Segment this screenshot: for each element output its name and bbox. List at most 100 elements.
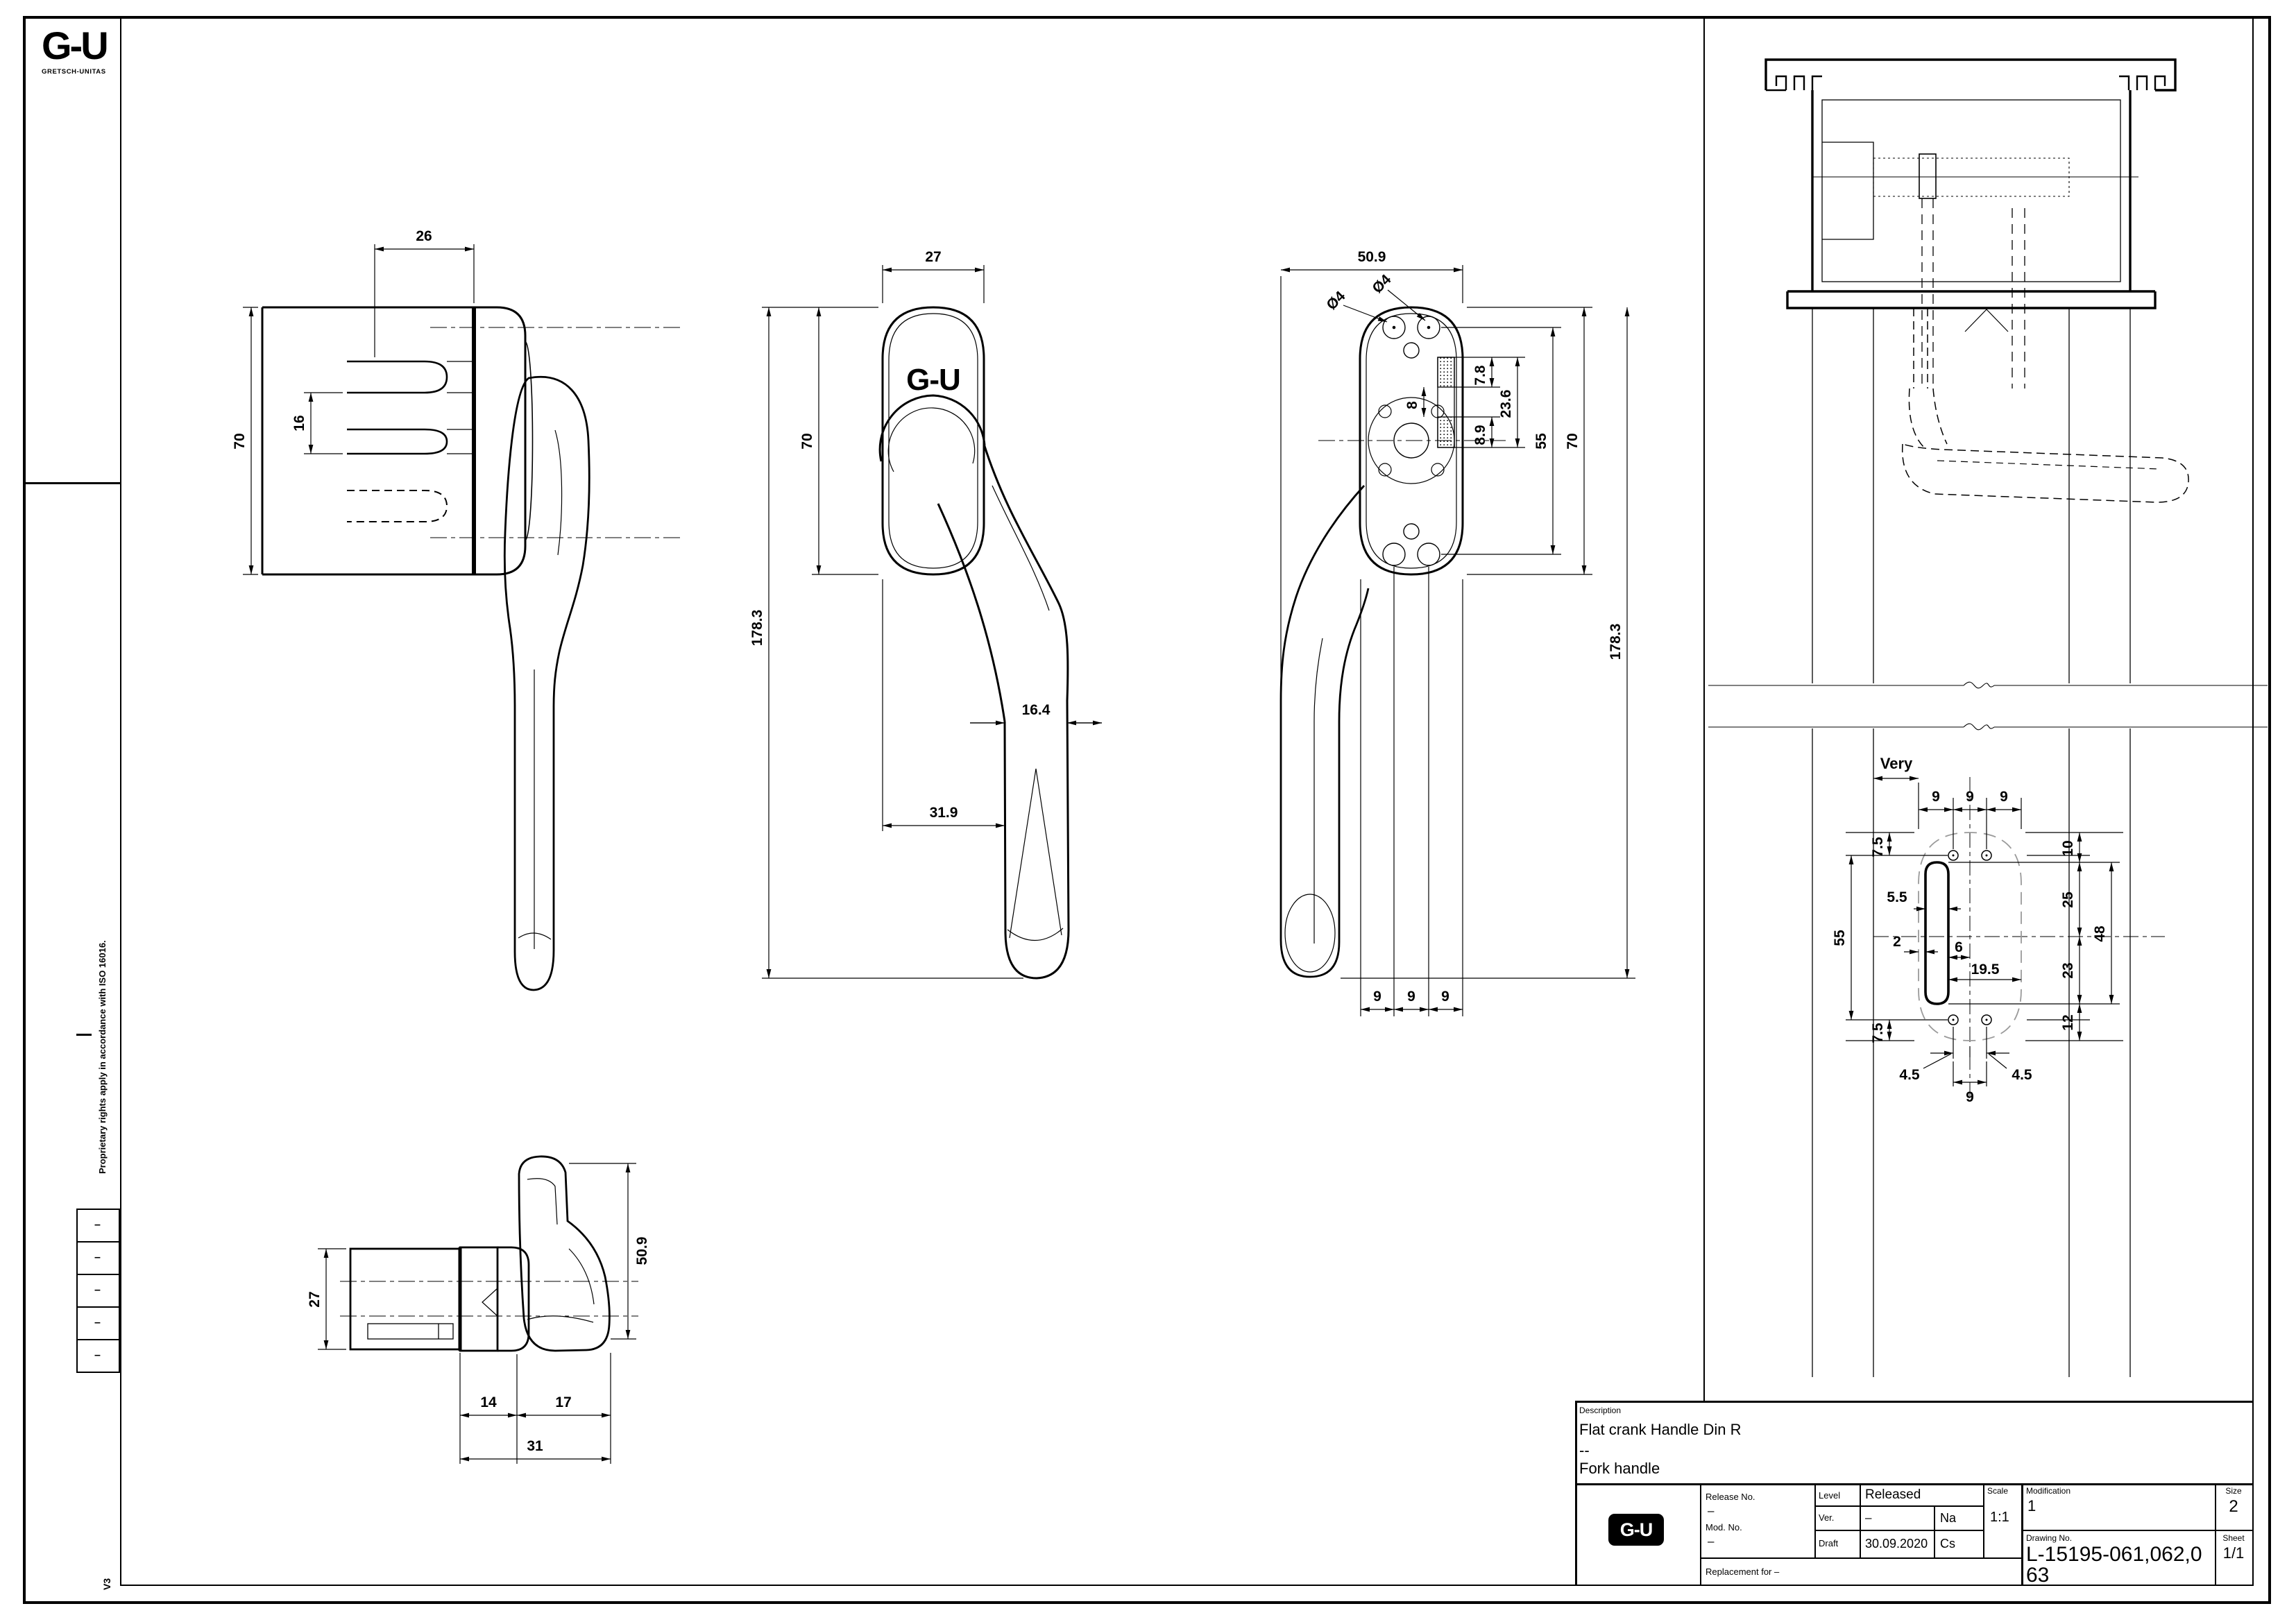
modification-value: 1 [2027,1497,2036,1514]
dimension-label: 50.9 [634,1237,650,1265]
dimension-label: 16 [291,415,307,431]
dimension-label: 23.6 [1498,390,1514,418]
description-line3: Fork handle [1579,1460,1660,1477]
right-panel-divider [1703,16,1705,1401]
sheet-label: Sheet [2222,1533,2245,1543]
margin-divider [120,16,121,1585]
ver-label: Ver. [1819,1512,1835,1523]
logo-text: G-U [42,24,109,67]
dimension-label: 178.3 [749,610,765,647]
dimension-label: 9 [1966,1089,1974,1105]
revision-mark: – [94,1317,101,1329]
dimension-label: 4.5 [2012,1067,2032,1083]
dimension-label: 70 [232,433,248,449]
title-block-logo: G-U [1608,1514,1664,1546]
modification-label: Modification [2026,1486,2071,1496]
revision-mark: – [94,1252,101,1263]
size-value: 2 [2229,1497,2238,1516]
dimension-label: 4.5 [1899,1067,1920,1083]
revision-cell: – [76,1306,120,1340]
mod-no-value: – [1708,1535,1715,1548]
revision-mark: – [94,1349,101,1361]
side-view-geometry [261,306,683,991]
margin-strip-divider [23,482,120,484]
drawing-no-value: L-15195-061,062,063 [2026,1543,2202,1587]
dimension-label: 2 [1893,934,1901,950]
draft-label: Draft [1819,1538,1839,1548]
dimension-label: 9 [1932,789,1940,805]
dimension-label: 6 [1955,939,1963,955]
installation-panel: Very 9 9 9 7.5 55 7.5 5.5 2 6 19.5 4.5 4… [1708,58,2268,1377]
description-label: Description [1579,1406,1622,1415]
dimension-label: 14 [480,1394,497,1410]
dimension-label: 8.9 [1472,425,1488,445]
dimension-label: 10 [2060,840,2076,856]
dimension-label: 9 [1407,989,1415,1005]
side-view: 26 70 16 [232,228,683,991]
revision-cell: – [76,1209,120,1243]
outer-border [23,16,2271,1604]
dimension-label: Ø4 [1323,288,1348,313]
rear-view-dimensions [1280,265,1635,1016]
dimension-label: 5.5 [1887,889,1907,905]
install-view-label: Very [1880,755,1913,772]
side-view-dimensions [243,244,475,575]
release-no-value: – [1708,1504,1715,1517]
description-line2: -- [1579,1442,1590,1459]
ver-initials: Na [1940,1511,1957,1525]
logo-subtitle: GRETSCH-UNITAS [42,68,106,76]
revision-cell: – [76,1241,120,1275]
profile-section-geometry [1764,58,2189,503]
sheet-value: 1/1 [2222,1544,2245,1562]
ver-value: – [1865,1511,1872,1524]
dimension-label: 48 [2092,925,2108,942]
proprietary-note: Proprietary rights apply in accordance w… [97,940,108,1174]
level-label: Level [1819,1490,1841,1501]
dimension-label: 17 [555,1394,571,1410]
top-view: 27 50.9 14 17 31 [307,1155,650,1464]
fold-mark [76,1034,92,1036]
scale-label: Scale [1987,1486,2009,1496]
description-line1: Flat crank Handle Din R [1579,1421,1742,1438]
dimension-label: 9 [1441,989,1449,1005]
rear-view-geometry [1279,306,1506,978]
drawing-no-label: Drawing No. [2026,1533,2073,1543]
dimension-label: 23 [2060,962,2076,978]
dimension-label: 9 [1966,789,1974,805]
revision-mark: – [94,1219,101,1231]
scale-value: 1:1 [1990,1510,2009,1525]
draft-initials: Cs [1940,1537,1955,1551]
dimension-label: 27 [307,1291,323,1307]
front-view-geometry [878,306,1070,980]
top-view-geometry [340,1155,638,1352]
top-view-dimensions [318,1163,636,1464]
revision-mark: – [94,1284,101,1296]
level-value: Released [1865,1487,1921,1502]
replacement-label: Replacement for – [1706,1566,1780,1577]
dimension-label: 31 [527,1438,543,1454]
dimension-label: 25 [2060,891,2076,908]
install-detail-geometry [1873,777,2165,1096]
dimension-label: 7.5 [1870,837,1886,857]
frame-right [2252,16,2254,1586]
rear-view: 50.9 Ø4 Ø4 7.8 8 8.9 23.6 55 70 178.3 9 … [1279,249,1635,1016]
sash-continuation-lines [1708,308,2268,1377]
dimension-label: 19.5 [1971,962,2000,978]
front-view: G-U 27 70 178.3 16.4 31.9 [749,249,1152,980]
dimension-label: 9 [2000,789,2008,805]
dimension-label: 7.5 [1870,1023,1886,1043]
handle-logo: G-U [906,363,960,397]
dimension-label: 27 [925,249,941,265]
dimension-label: 55 [1533,433,1549,450]
dimension-label: 31.9 [930,805,958,821]
dimension-label: 26 [416,228,432,244]
sheet-version: V3 [101,1578,112,1590]
draft-date: 30.09.2020 [1865,1537,1928,1551]
dimension-label: 50.9 [1358,249,1386,265]
mod-no-label: Mod. No. [1706,1522,1742,1533]
dimension-label: 12 [2060,1014,2076,1030]
revision-cell: – [76,1339,120,1373]
dimension-label: 8 [1404,401,1420,409]
dimension-label: 16.4 [1022,702,1051,718]
